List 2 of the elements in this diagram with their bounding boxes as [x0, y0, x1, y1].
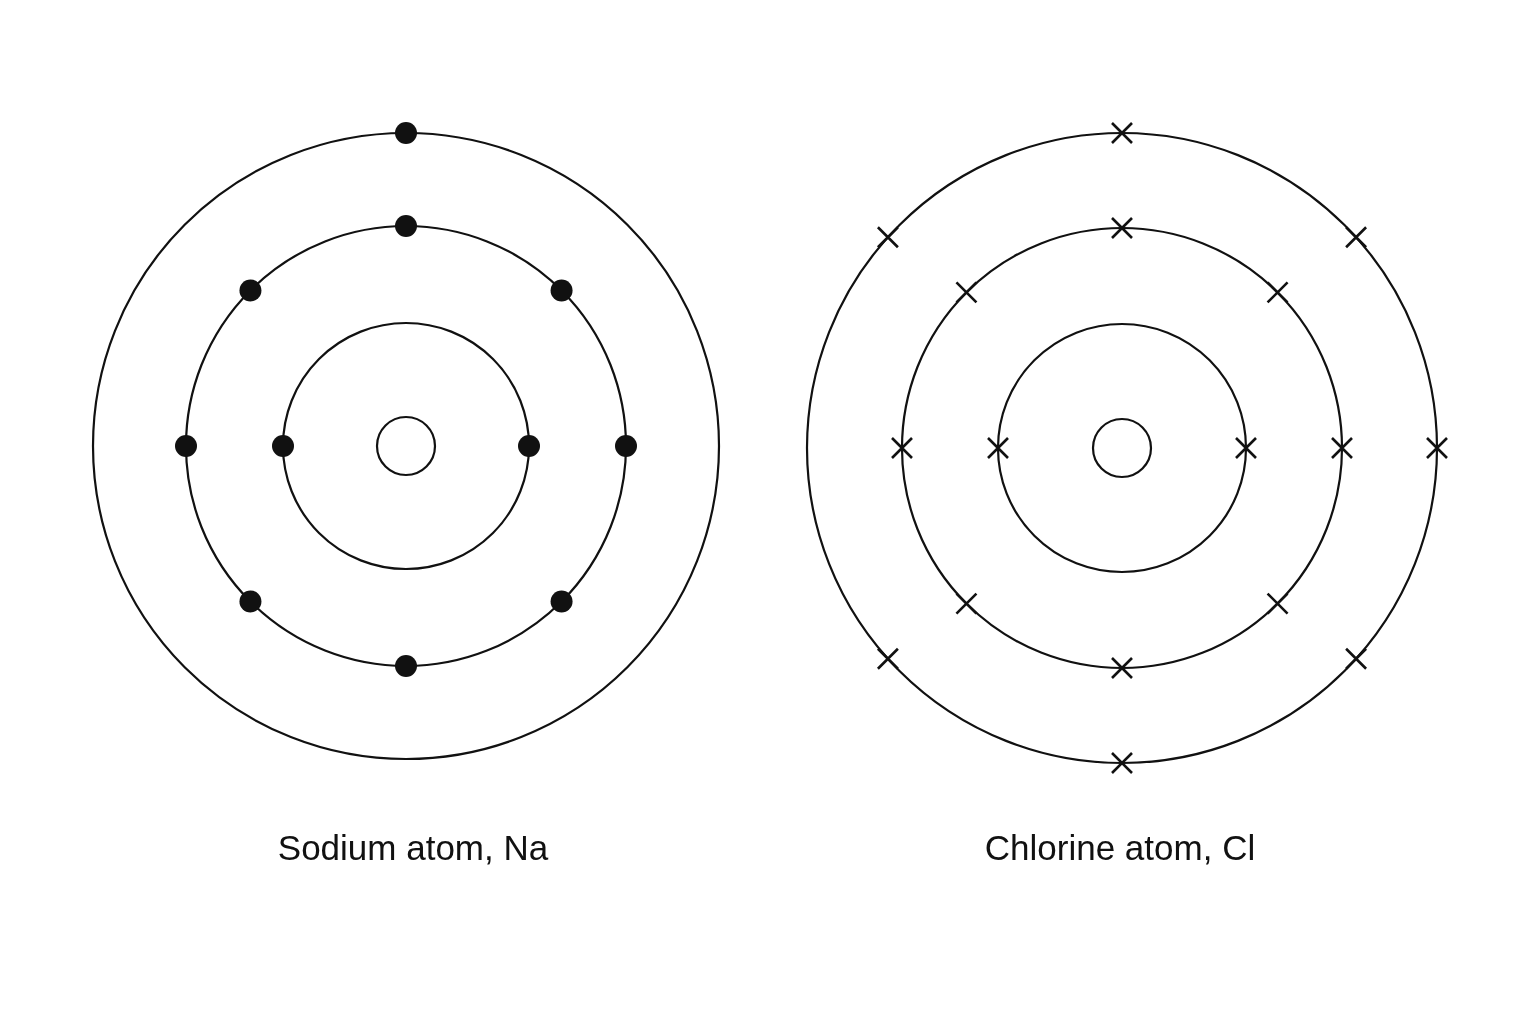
atom-caption: Sodium atom, Na	[277, 830, 549, 865]
atom-caption: Chlorine atom, Cl	[984, 830, 1256, 865]
